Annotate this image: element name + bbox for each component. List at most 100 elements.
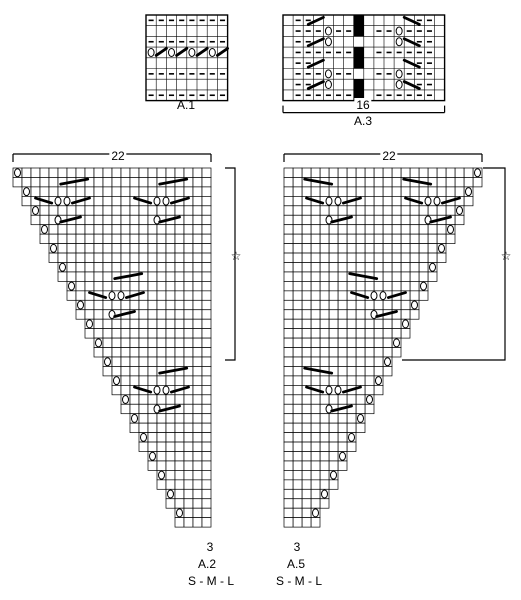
a5-grid-cell xyxy=(427,243,438,254)
a5-grid-cell xyxy=(301,488,312,500)
a2-grid-cell xyxy=(201,422,212,433)
a5-grid-cell xyxy=(400,205,411,216)
a5-decrease-symbol xyxy=(305,196,325,205)
a2-grid-cell xyxy=(156,281,167,292)
a2-grid-cell xyxy=(192,243,203,254)
a5-grid-cell xyxy=(283,262,294,273)
a5-grid-cell xyxy=(328,233,339,244)
a5-grid-cell xyxy=(292,243,303,254)
a2-grid-cell xyxy=(147,347,158,358)
a2-grid-cell xyxy=(147,271,158,282)
a2-grid-cell xyxy=(75,186,86,197)
a2-grid-cell xyxy=(192,262,203,273)
a2-grid-cell xyxy=(156,460,167,471)
a2-yarn-over-symbol xyxy=(149,451,156,461)
a1-decrease-symbol xyxy=(175,47,189,57)
a5-grid-cell xyxy=(364,299,375,311)
a2-grid-cell xyxy=(192,470,203,481)
a5-grid-cell xyxy=(301,318,312,330)
a5-grid-cell xyxy=(382,337,393,348)
a2-grid-cell xyxy=(57,233,68,244)
a5-grid-cell xyxy=(283,252,294,263)
a2-grid-cell xyxy=(165,460,176,471)
a2-grid-cell xyxy=(165,281,176,292)
a2-grid-cell xyxy=(102,337,113,348)
a5-grid-cell xyxy=(346,394,357,405)
a5-grid-cell xyxy=(283,441,294,452)
a2-grid-cell xyxy=(192,205,203,216)
a2-grid-cell xyxy=(147,243,158,254)
a5-grid-cell xyxy=(373,347,384,358)
a2-grid-cell xyxy=(93,214,104,226)
a2-grid-cell xyxy=(111,243,122,254)
a2-grid-cell xyxy=(201,479,212,490)
a5-grid-cell xyxy=(382,252,393,263)
a2-grid-cell xyxy=(147,290,158,301)
a2-grid-cell xyxy=(174,299,185,311)
a2-grid-cell xyxy=(156,422,167,433)
a5-grid-cell xyxy=(283,318,294,330)
a2-grid-cell xyxy=(165,318,176,330)
a5-grid-cell xyxy=(283,299,294,311)
a5-grid-cell xyxy=(346,243,357,254)
a5-grid-cell xyxy=(283,517,294,528)
a2-grid-cell xyxy=(93,252,104,263)
a5-yarn-over-symbol xyxy=(411,300,418,310)
a2-grid-cell xyxy=(201,214,212,226)
a2-grid-cell xyxy=(174,262,185,273)
a5-grid-cell xyxy=(364,196,375,207)
a2-grid-cell xyxy=(156,356,167,367)
a2-grid-cell xyxy=(102,299,113,311)
a5-grid-cell xyxy=(310,488,321,500)
a2-grid-cell xyxy=(48,205,59,216)
a2-grid-cell xyxy=(48,167,59,178)
a5-grid-cell xyxy=(319,375,330,386)
a2-grid-cell xyxy=(192,309,203,320)
a2-grid-cell xyxy=(138,375,149,386)
a5-grid-cell xyxy=(355,318,366,330)
a2-grid-cell xyxy=(129,394,140,405)
a2-grid-cell xyxy=(174,356,185,367)
a5-grid-cell xyxy=(283,460,294,471)
a2-grid-cell xyxy=(192,403,203,415)
a5-grid-cell xyxy=(373,299,384,311)
a5-grid-cell xyxy=(346,366,357,377)
a2-grid-cell xyxy=(192,167,203,178)
a5-grid-cell xyxy=(301,394,312,405)
a2-grid-cell xyxy=(183,262,194,273)
a5-grid-cell xyxy=(382,205,393,216)
a2-grid-cell xyxy=(156,167,167,178)
a5-yarn-over-symbol xyxy=(330,470,337,480)
a3-filled-cell xyxy=(353,15,364,37)
a5-grid-cell xyxy=(436,224,447,235)
a2-grid-cell xyxy=(102,281,113,292)
a2-grid-cell xyxy=(39,233,50,244)
a2-grid-cell xyxy=(111,328,122,339)
a5-grid-cell xyxy=(373,337,384,348)
a5-grid-cell xyxy=(292,432,303,443)
a5-grid-cell xyxy=(373,252,384,263)
a5-grid-cell xyxy=(373,366,384,377)
a5-grid-cell xyxy=(382,177,393,188)
a5-grid-cell xyxy=(283,196,294,207)
a2-yarn-over-symbol xyxy=(162,196,170,206)
a2-grid-cell xyxy=(147,262,158,273)
a5-grid-cell xyxy=(382,271,393,282)
a5-grid-cell xyxy=(337,309,348,320)
a5-yarn-over-symbol xyxy=(334,385,342,395)
a2-yarn-over-symbol xyxy=(54,196,62,206)
a2-grid-cell xyxy=(156,233,167,244)
a5-yarn-over-symbol xyxy=(393,338,400,348)
a2-grid-cell xyxy=(48,252,59,263)
a5-grid-cell xyxy=(310,318,321,330)
a2-grid-cell xyxy=(66,252,77,263)
a5-grid-cell xyxy=(409,205,420,216)
a2-grid-cell xyxy=(138,441,149,452)
a5-grid-cell xyxy=(337,337,348,348)
a5-grid-cell xyxy=(319,347,330,358)
a2-grid-cell xyxy=(120,205,131,216)
a3-yarn-over-symbol xyxy=(395,26,403,36)
a2-grid-cell xyxy=(120,233,131,244)
a5-grid-cell xyxy=(328,299,339,311)
a5-grid-cell xyxy=(292,299,303,311)
